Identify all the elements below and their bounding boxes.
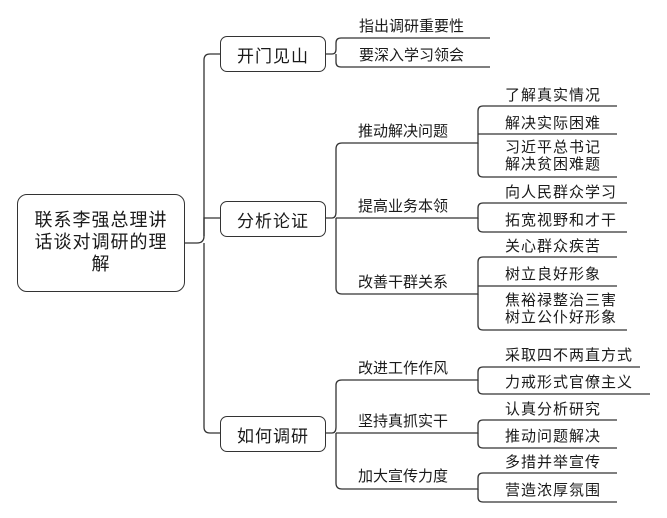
subbranch-label[interactable]: 加大宣传力度 [358,467,449,485]
subbranch-label[interactable]: 提高业务本领 [358,197,449,215]
branch-open[interactable]: 开门见山 [220,36,326,72]
subbranch-label[interactable]: 推动解决问题 [358,122,449,140]
leaf-item[interactable]: 拓宽视野和才干 [505,211,618,229]
leaf-item[interactable]: 要深入学习领会 [359,46,465,64]
subbranch-label[interactable]: 改进工作作风 [358,359,449,377]
leaf-item[interactable]: 了解真实情况 [505,86,602,104]
leaf-item[interactable]: 认真分析研究 [505,400,602,418]
subbranch-label[interactable]: 改善干群关系 [358,273,449,291]
leaf-item[interactable]: 习近平总书记 解决贫困难题 [505,138,602,173]
subbranch-label[interactable]: 坚持真抓实干 [358,412,449,430]
leaf-item[interactable]: 采取四不两直方式 [505,346,634,364]
leaf-item[interactable]: 关心群众疾苦 [505,237,602,255]
branch-analysis-label: 分析论证 [237,211,309,232]
leaf-item[interactable]: 解决实际困难 [505,114,602,132]
leaf-item[interactable]: 指出调研重要性 [359,17,465,35]
leaf-item[interactable]: 力戒形式官僚主义 [505,373,634,391]
leaf-item[interactable]: 推动问题解决 [505,427,602,445]
root-node[interactable]: 联系李强总理讲话谈对调研的理解 [17,194,185,292]
leaf-item[interactable]: 多措并举宣传 [505,453,602,471]
root-label: 联系李强总理讲话谈对调研的理解 [34,210,168,275]
leaf-item[interactable]: 营造浓厚氛围 [505,481,602,499]
branch-analysis[interactable]: 分析论证 [220,201,326,237]
leaf-item[interactable]: 树立良好形象 [505,265,602,283]
branch-how-label: 如何调研 [237,426,309,447]
leaf-item[interactable]: 焦裕禄整治三害 树立公仆好形象 [505,291,618,326]
branch-how[interactable]: 如何调研 [220,416,326,452]
branch-open-label: 开门见山 [237,46,309,67]
leaf-item[interactable]: 向人民群众学习 [505,183,618,201]
